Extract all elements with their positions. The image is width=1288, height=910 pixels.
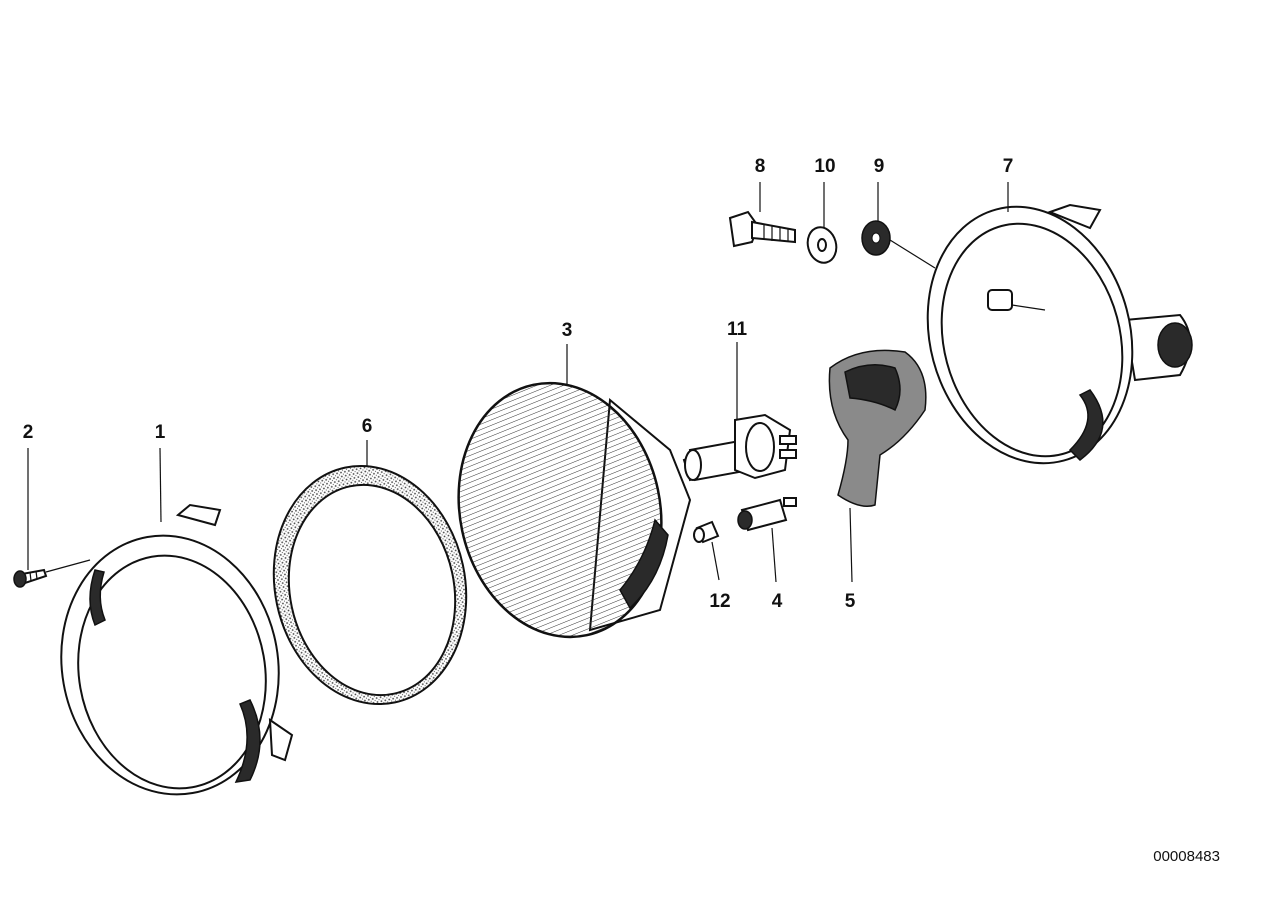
part-12-parking-bulb (693, 520, 720, 581)
callout-10: 10 (814, 156, 835, 177)
callout-7: 7 (1003, 156, 1014, 177)
part-1-trim-ring (60, 503, 294, 796)
part-11-bulb (684, 413, 797, 482)
part-10-washer (806, 182, 838, 264)
callout-12: 12 (709, 591, 730, 612)
callout-5: 5 (845, 591, 856, 612)
part-8-bolt (728, 182, 796, 248)
callout-9: 9 (874, 156, 885, 177)
leader-lines (27, 342, 738, 570)
callout-2: 2 (23, 422, 34, 443)
part-4-bulb-socket (737, 497, 797, 583)
part-3-headlight-lens (457, 381, 707, 639)
part-6-seal-ring (272, 464, 468, 706)
part-7-housing (926, 182, 1193, 465)
callout-11: 11 (727, 319, 748, 340)
callout-8: 8 (755, 156, 766, 177)
document-number: 00008483 (1153, 848, 1220, 865)
part-2-screw (13, 559, 91, 588)
part-5-rubber-boot (828, 349, 927, 583)
callout-labels: 2 1 6 3 11 12 4 5 8 10 9 7 (23, 156, 1014, 612)
part-9-nut (861, 182, 936, 269)
callout-6: 6 (362, 416, 373, 437)
callout-3: 3 (562, 320, 573, 341)
callout-4: 4 (772, 591, 783, 612)
callout-1: 1 (155, 422, 166, 443)
